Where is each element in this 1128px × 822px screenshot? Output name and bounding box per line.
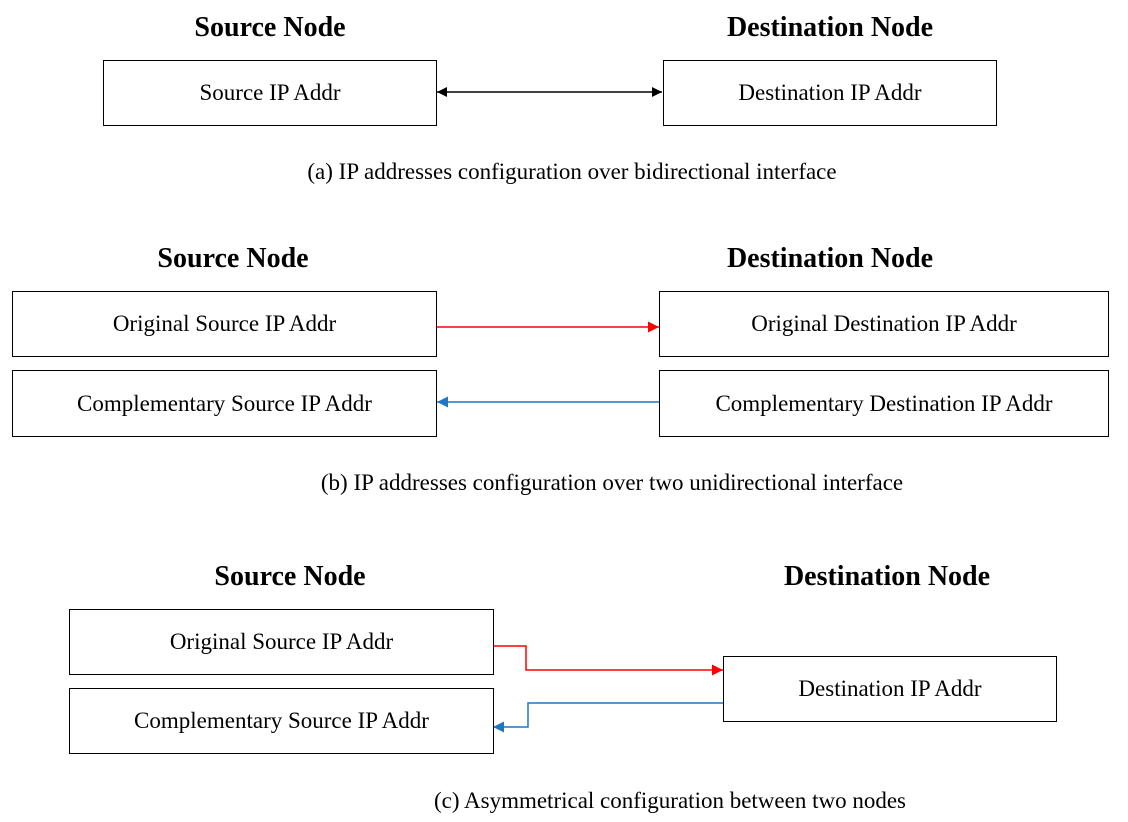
panel-b-original-source-label: Original Source IP Addr: [112, 311, 337, 336]
panel-b-destination-heading: Destination Node: [726, 243, 934, 274]
panel-a-destination-ip-label: Destination IP Addr: [738, 80, 922, 105]
panel-a-destination-heading: Destination Node: [726, 12, 934, 43]
panel-b-original-destination-box: Original Destination IP Addr: [659, 291, 1109, 357]
panel-c-original-source-box: Original Source IP Addr: [69, 609, 494, 675]
panel-a-source-heading: Source Node: [194, 12, 346, 43]
red-arrow-c: [493, 645, 723, 676]
panel-a-source-ip-box: Source IP Addr: [103, 60, 437, 126]
panel-b-caption: (b) IP addresses configuration over two …: [320, 470, 904, 495]
panel-b-original-source-box: Original Source IP Addr: [12, 291, 437, 357]
panel-c-destination-ip-box: Destination IP Addr: [723, 656, 1057, 722]
panel-c-destination-heading: Destination Node: [783, 561, 991, 592]
panel-a-caption: (a) IP addresses configuration over bidi…: [307, 159, 837, 184]
panel-c-destination-ip-label: Destination IP Addr: [798, 676, 982, 701]
panel-c-source-heading: Source Node: [214, 561, 366, 592]
panel-c-caption: (c) Asymmetrical configuration between t…: [434, 788, 906, 813]
panel-c-complementary-source-label: Complementary Source IP Addr: [134, 708, 429, 733]
panel-b-complementary-destination-label: Complementary Destination IP Addr: [715, 390, 1053, 416]
panel-b-complementary-source-label: Complementary Source IP Addr: [77, 390, 372, 416]
blue-arrow-c: [493, 702, 723, 733]
panel-c-original-source-label: Original Source IP Addr: [169, 629, 394, 654]
panel-b-complementary-destination-box: Complementary Destination IP Addr: [659, 370, 1109, 437]
panel-c-complementary-source-box: Complementary Source IP Addr: [69, 688, 494, 754]
panel-b-complementary-source-box: Complementary Source IP Addr: [12, 370, 437, 437]
panel-b-source-heading: Source Node: [157, 243, 309, 274]
panel-a-source-ip-label: Source IP Addr: [199, 80, 341, 105]
panel-a-destination-ip-box: Destination IP Addr: [663, 60, 997, 126]
panel-b-original-destination-label: Original Destination IP Addr: [751, 311, 1017, 336]
